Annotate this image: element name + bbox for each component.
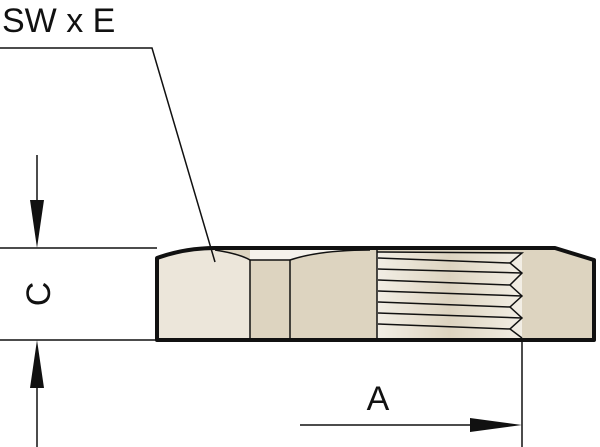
arrow-down-icon [30, 200, 44, 248]
thread-lines [376, 251, 525, 339]
label-a: A [367, 380, 390, 418]
label-sw-x-e: SW x E [2, 2, 115, 40]
hex-flat-light [157, 249, 250, 340]
label-c: C [20, 282, 58, 307]
leader-line [0, 47, 216, 263]
nut-outline [155, 246, 596, 342]
arrow-up-icon [30, 340, 44, 388]
dimension-a [300, 340, 523, 447]
nut-body [155, 246, 596, 342]
arrow-right-icon [470, 418, 522, 432]
